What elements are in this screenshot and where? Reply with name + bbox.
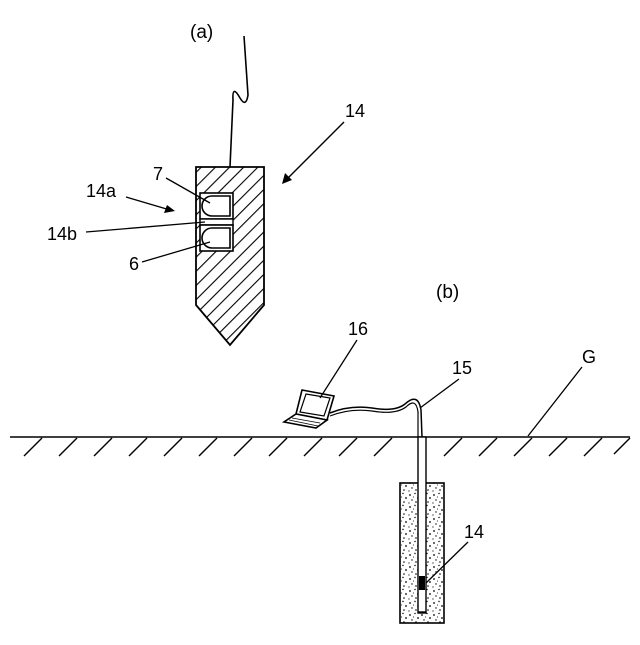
panel-a: (a) 14 7 14a 14b 6: [47, 22, 365, 345]
cable-label: 15: [452, 358, 472, 378]
part-a-arrow: [126, 197, 170, 210]
part-a-label: 14a: [86, 181, 117, 201]
panel-b: (b): [10, 282, 630, 623]
probe-in-hole: [419, 576, 425, 590]
laptop-icon: [284, 390, 334, 428]
ground-leader: [528, 367, 582, 436]
sensor-upper-label: 7: [153, 164, 163, 184]
probe-in-hole-label: 14: [464, 522, 484, 542]
probe-ref-label: 14: [345, 101, 365, 121]
cable-leader: [420, 379, 459, 408]
part-b-leader: [86, 222, 205, 232]
sensor-upper: [200, 193, 233, 219]
probe-ref-arrow: [286, 122, 344, 180]
computer-label: 16: [348, 319, 368, 339]
ground-label: G: [582, 347, 596, 367]
part-a-arrowhead: [164, 205, 175, 213]
computer-leader: [320, 340, 357, 398]
sensor-lower: [200, 225, 233, 251]
part-b-label: 14b: [47, 224, 77, 244]
sensor-lower-label: 6: [129, 254, 139, 274]
panel-b-label: (b): [436, 282, 459, 303]
probe-cable: [230, 36, 248, 167]
ground-hatching: [24, 438, 630, 456]
panel-a-label: (a): [190, 22, 213, 43]
